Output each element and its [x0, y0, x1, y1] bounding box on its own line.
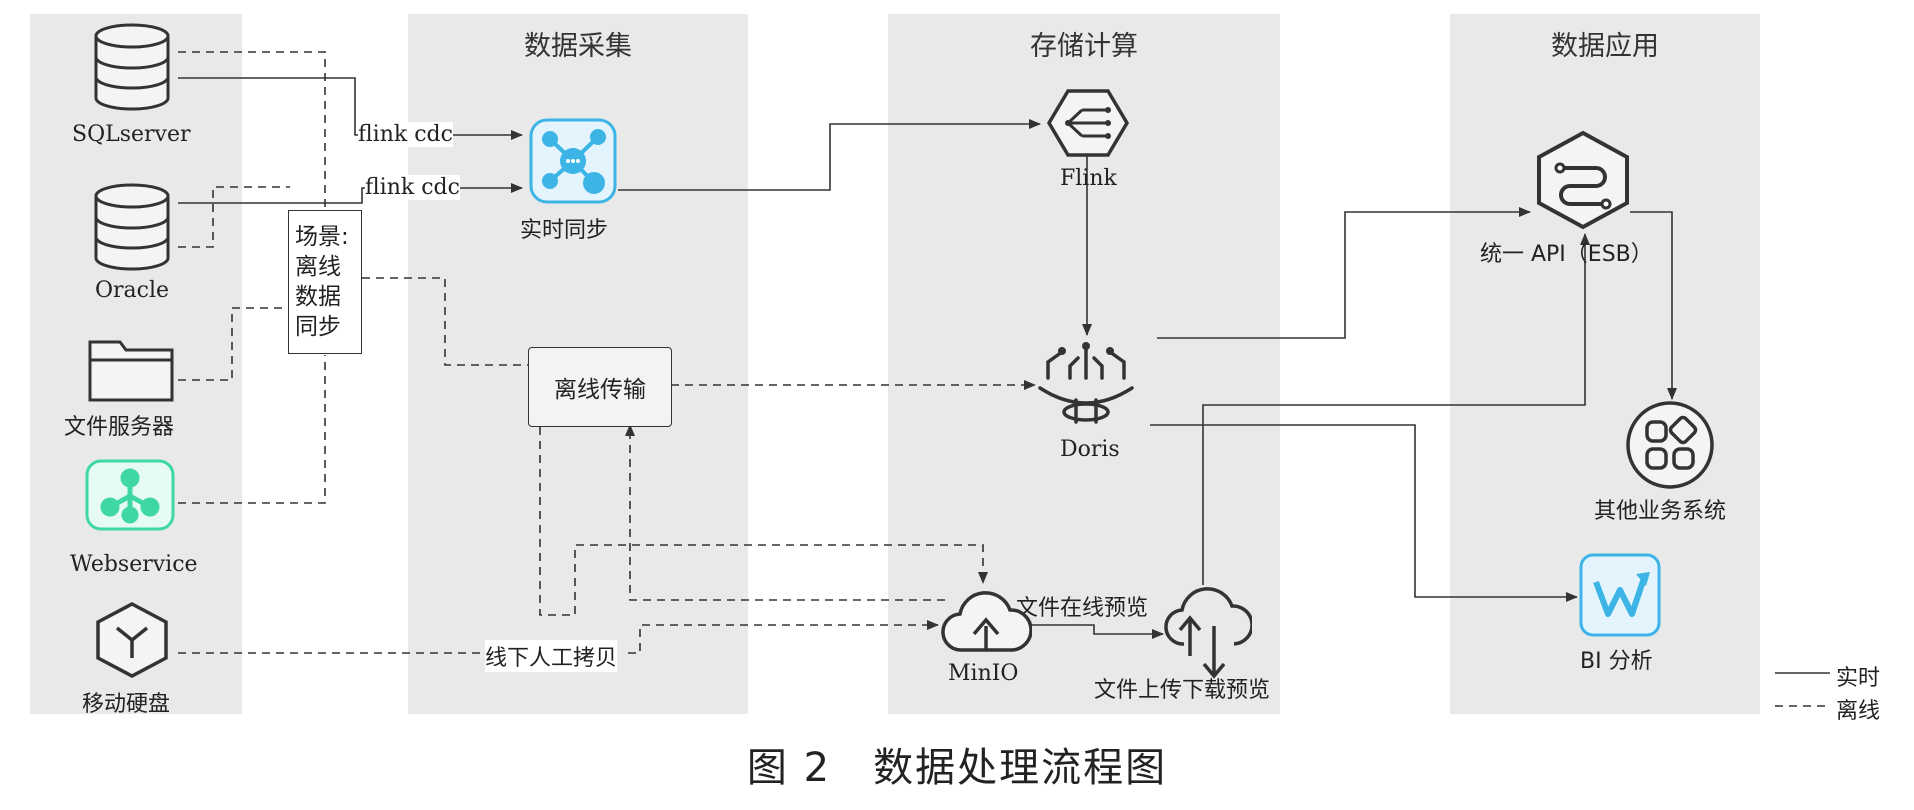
edge-minio-to-offline [625, 424, 945, 601]
edge-oracle-to-sync [178, 183, 523, 204]
doris-label: Doris [1060, 437, 1120, 462]
cloud-sync-icon [1164, 587, 1252, 679]
doris-icon [1038, 342, 1134, 424]
edge-updown-to-api [1202, 233, 1590, 585]
offline-transfer-box: 离线传输 [528, 347, 672, 427]
minio-label: MinIO [948, 661, 1019, 686]
edge-api-to-other [1630, 211, 1677, 400]
figure-caption: 图 2 数据处理流程图 [746, 745, 1168, 791]
legend-realtime-label: 实时 [1836, 666, 1881, 691]
fileserver-label: 文件服务器 [64, 415, 175, 440]
folder-icon [88, 340, 174, 402]
section-title-apply: 数据应用 [1551, 31, 1659, 62]
edge-oracle-offline [178, 186, 290, 248]
oracle-database-icon [94, 183, 170, 271]
oracle-label: Oracle [95, 278, 170, 303]
edge-scene-to-offline [362, 277, 530, 366]
realtime-sync-icon [529, 118, 617, 204]
edge-doris-to-api [1157, 207, 1531, 339]
flink-cdc-label-1: flink cdc [358, 122, 453, 147]
realtime-sync-label: 实时同步 [520, 218, 609, 243]
file-updown-label: 文件上传下载预览 [1094, 678, 1271, 703]
webservice-icon [85, 459, 175, 531]
edge-sync-to-flink [618, 119, 1041, 191]
bi-label: BI 分析 [1580, 649, 1653, 674]
legend-offline-label: 离线 [1836, 699, 1881, 724]
hard-disk-icon [96, 602, 168, 678]
api-gateway-icon [1537, 130, 1629, 230]
manual-copy-label: 线下人工拷贝 [485, 640, 618, 672]
flink-label: Flink [1060, 166, 1117, 191]
other-systems-label: 其他业务系统 [1594, 499, 1727, 524]
edge-sqlserver-to-sync [178, 77, 523, 140]
apps-grid-icon [1626, 401, 1714, 489]
hdd-label: 移动硬盘 [82, 692, 171, 717]
edge-sqlserver-offline [178, 51, 326, 210]
scene-offline-sync-box: 场景: 离线 数据 同步 [288, 210, 362, 354]
bi-analytics-icon [1579, 553, 1661, 637]
edge-hdd-to-minio-2 [628, 620, 939, 654]
file-preview-label: 文件在线预览 [1016, 590, 1149, 622]
minio-cloud-upload-icon [941, 591, 1032, 652]
sqlserver-label: SQLserver [72, 122, 191, 147]
edge-webservice-offline [178, 355, 326, 504]
section-title-collect: 数据采集 [524, 31, 632, 62]
flink-icon [1046, 89, 1130, 157]
section-title-storage: 存储计算 [1030, 31, 1138, 62]
unified-api-label: 统一 API（ESB） [1480, 242, 1653, 267]
edge-minio-to-updown [1030, 624, 1164, 639]
edge-offline-down [539, 427, 988, 616]
sqlserver-database-icon [94, 23, 170, 111]
flink-cdc-label-2: flink cdc [365, 175, 460, 200]
edge-fileserver-offline [178, 307, 290, 381]
edge-doris-to-bi [1150, 424, 1578, 602]
webservice-label: Webservice [70, 552, 198, 577]
